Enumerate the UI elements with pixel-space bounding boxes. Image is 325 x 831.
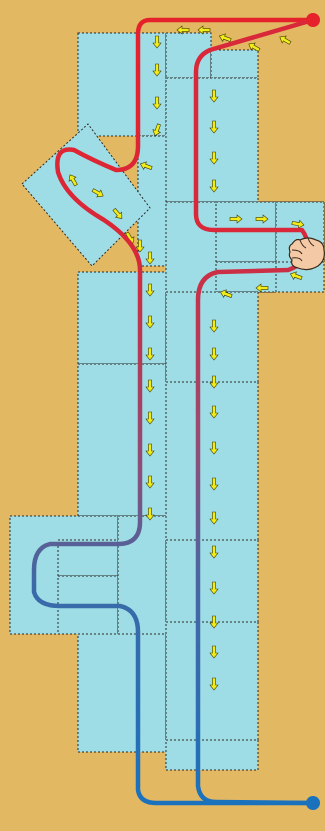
room-lower-right — [166, 540, 258, 622]
room-main-left — [78, 272, 166, 364]
room-west-c — [118, 516, 166, 634]
room-main-right — [166, 292, 258, 382]
room-main-right-lower — [166, 382, 258, 540]
room-right-column — [166, 78, 258, 202]
endpoint-hot — [306, 13, 320, 27]
room-bottom-strip — [166, 740, 258, 770]
room-top-right — [211, 50, 258, 78]
room-bottom-left — [78, 634, 166, 752]
hand-fist-icon — [289, 238, 324, 270]
room-top-left — [78, 33, 166, 136]
room-bottom-right — [166, 622, 258, 740]
endpoint-cold — [306, 796, 320, 810]
